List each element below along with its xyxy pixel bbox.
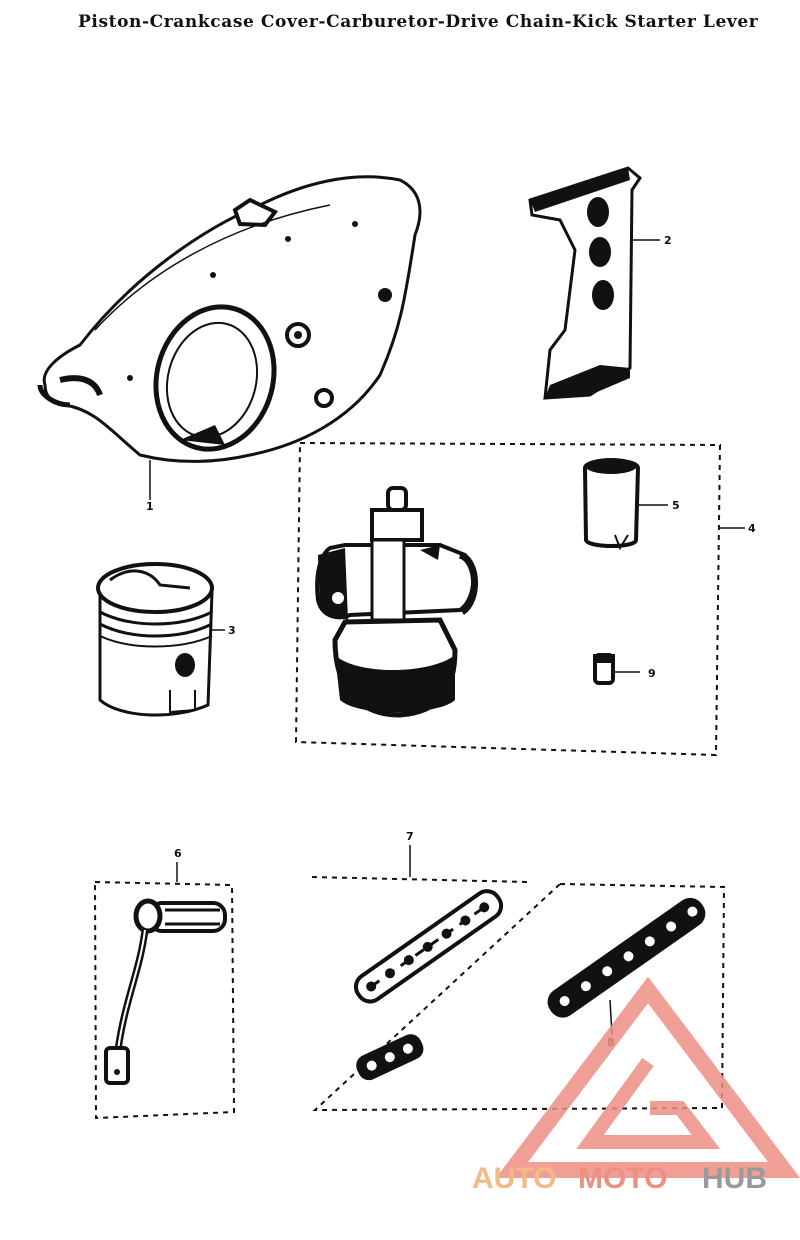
watermark-word-auto: AUTO — [472, 1162, 556, 1195]
part-number-7: 7 — [406, 830, 414, 843]
part-number-6: 6 — [174, 847, 182, 860]
part-number-2: 2 — [664, 234, 672, 247]
piston-drawing — [96, 562, 225, 717]
part-number-1: 1 — [146, 500, 154, 513]
kick-starter-box — [93, 862, 236, 1120]
watermark-word-moto: MOTO — [578, 1162, 667, 1195]
page-title: Piston-Crankcase Cover-Carburetor-Drive … — [78, 12, 759, 32]
carburetor-assembly-box — [294, 441, 745, 757]
drive-chain-box — [311, 845, 726, 1112]
part-number-3: 3 — [228, 624, 236, 637]
watermark-word-hub: HUB — [702, 1162, 767, 1195]
kick-starter-lever-drawing — [104, 898, 227, 1085]
part-number-9: 9 — [648, 667, 656, 680]
automotohub-logo — [495, 976, 800, 1178]
part-number-5: 5 — [672, 499, 680, 512]
bracket-drawing — [528, 166, 660, 400]
part-number-4: 4 — [748, 522, 756, 535]
jet-drawing — [593, 653, 640, 685]
crankcase-cover-drawing — [37, 175, 422, 500]
drive-chain-drawing — [353, 889, 706, 1081]
carburetor-drawing — [315, 486, 478, 718]
slide-drawing — [582, 458, 668, 551]
